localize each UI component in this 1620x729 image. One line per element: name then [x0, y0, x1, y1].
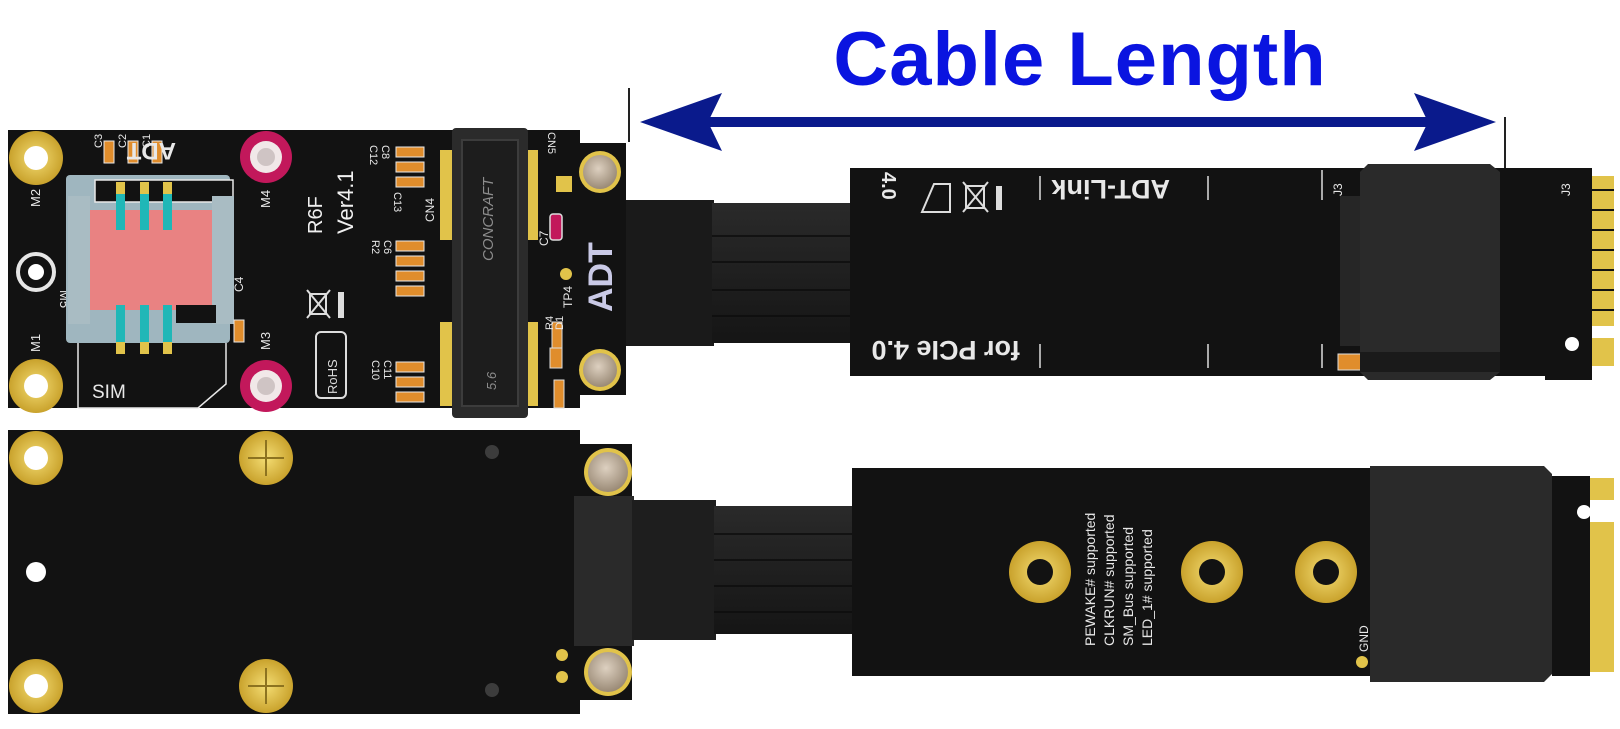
- svg-text:RoHS: RoHS: [325, 359, 340, 394]
- signal-smbus: SM_Bus supported: [1120, 527, 1136, 646]
- svg-text:C12: C12: [367, 145, 379, 165]
- ribbon-cable-bottom: [574, 496, 854, 646]
- component-group-r2-c9: R2 C6: [369, 240, 425, 297]
- test-point-tp4: [560, 268, 572, 280]
- mini-pcie-board-top: M2 M1 M5 M4 M3: [8, 128, 626, 418]
- arrow-shaft: [690, 117, 1440, 127]
- rohs-logo: RoHS: [315, 331, 347, 399]
- mount-hole-m2: [9, 131, 63, 185]
- board-brand: ADT: [582, 242, 620, 312]
- gnd-pad: [1356, 656, 1368, 668]
- mount-hole-bl1: [9, 431, 63, 485]
- svg-text:C7: C7: [537, 230, 551, 246]
- sim-card-socket: SIM: [66, 175, 234, 409]
- signal-led1: LED_1# supported: [1139, 529, 1155, 646]
- cn5-pad: [556, 176, 572, 192]
- m2-partial-label: 4.0: [877, 172, 899, 200]
- m2-board-bottom: PEWAKE# supported CLKRUN# supported SM_B…: [852, 466, 1614, 682]
- svg-text:C6: C6: [381, 240, 393, 254]
- svg-text:C13: C13: [391, 192, 403, 212]
- svg-text:J3: J3: [1331, 183, 1345, 196]
- mount-hole-m5: [16, 252, 56, 292]
- cable-connector-housing-bottom: [1370, 466, 1552, 682]
- svg-text:C8: C8: [379, 145, 391, 159]
- m2-text-mirrored: for PCIe 4.0: [871, 335, 1020, 365]
- svg-text:C3: C3: [93, 134, 105, 148]
- sim-label: SIM: [92, 382, 126, 403]
- mount-pad-bm1: [239, 431, 293, 485]
- svg-text:R2: R2: [369, 240, 381, 254]
- part-c7: [549, 213, 563, 241]
- svg-text:C1: C1: [141, 134, 153, 148]
- signal-clkrun: CLKRUN# supported: [1101, 514, 1117, 646]
- arrow-right-head: [1414, 93, 1496, 151]
- label-m1: M1: [28, 334, 43, 352]
- label-m4: M4: [258, 190, 273, 208]
- svg-text:C4: C4: [232, 276, 246, 292]
- component-group-c10-c12: C10 C11: [369, 360, 425, 403]
- socket-brand: CONCRAFT: [480, 176, 497, 261]
- label-m3: M3: [258, 332, 273, 350]
- top-brand-mirrored: ADT: [126, 137, 176, 164]
- connector-ref: CN4: [423, 198, 437, 222]
- mount-hole-m1: [9, 359, 63, 413]
- screw-pad-lower: [579, 349, 621, 391]
- screw-pad-upper: [579, 151, 621, 193]
- arrow-left-head: [640, 93, 722, 151]
- m2-top-cap: [1337, 353, 1363, 371]
- gold-via-1: [1009, 541, 1071, 603]
- mini-pcie-socket: CONCRAFT 5.6: [440, 128, 538, 418]
- part-d1: [549, 347, 563, 369]
- svg-text:CN5: CN5: [545, 132, 557, 154]
- component-group-c8-c13: C8 C12 C13: [367, 145, 425, 212]
- signal-pewake: PEWAKE# supported: [1082, 513, 1098, 646]
- svg-text:D1: D1: [554, 316, 566, 330]
- gnd-label: GND: [1357, 625, 1371, 652]
- part-c6: [553, 379, 565, 409]
- mount-hole-m4: [240, 131, 292, 183]
- svg-text:C10: C10: [369, 360, 381, 380]
- version-label: Ver4.1: [333, 170, 358, 234]
- mount-hole-bl2: [9, 659, 63, 713]
- m2-key-notch: [1565, 337, 1579, 351]
- svg-text:R4: R4: [544, 316, 556, 330]
- gold-via-3: [1295, 541, 1357, 603]
- recycle-icon: [920, 183, 951, 213]
- mount-hole-m3: [240, 360, 292, 412]
- m2-brand-mirrored: ADT-Link: [1051, 174, 1170, 204]
- svg-text:C11: C11: [381, 360, 393, 379]
- mini-pcie-board-bottom: [8, 430, 632, 714]
- screw-pad-b-upper: [584, 448, 632, 496]
- model-label: R6F: [305, 196, 327, 234]
- cable-length-arrow: [628, 88, 1506, 186]
- caps-c1-c3: C3 C2 C1: [93, 134, 163, 164]
- mount-hole-bl3: [26, 562, 46, 582]
- cap-c4: [233, 319, 245, 343]
- svg-text:J3: J3: [1559, 183, 1573, 196]
- label-m2: M2: [28, 189, 43, 207]
- cable-connector-housing-top: [1340, 164, 1500, 380]
- weee-bin-icon-m2: [962, 181, 1002, 213]
- screw-pad-b-lower: [584, 648, 632, 696]
- socket-size-label: 5.6: [484, 371, 499, 390]
- svg-text:C2: C2: [117, 134, 129, 148]
- svg-text:TP4: TP4: [561, 286, 575, 308]
- mount-pad-bm2: [239, 659, 293, 713]
- weee-bin-icon: [306, 289, 344, 319]
- cable-length-title: Cable Length: [833, 17, 1327, 102]
- gold-via-2: [1181, 541, 1243, 603]
